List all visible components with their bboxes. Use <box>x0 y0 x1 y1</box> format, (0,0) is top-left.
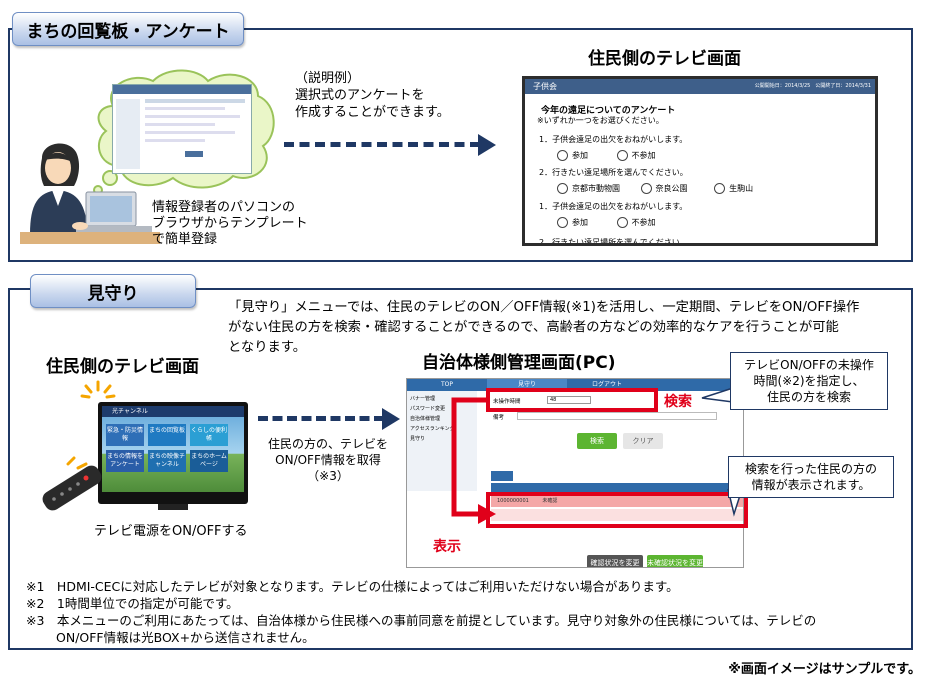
survey-tv-screen: 子供会 公開開始日：2014/3/25 公開終了日：2014/3/31 今年の遠… <box>522 76 878 246</box>
sample-image-note: ※画面イメージはサンプルです。 <box>728 662 921 677</box>
admin-table-row[interactable] <box>491 509 743 521</box>
survey-question-4: 2．行きたい遠足場所を選んでください。 <box>539 238 688 246</box>
callout-search-hint: テレビON/OFFの未操作 時間(※2)を指定し、 住民の方を検索 <box>730 352 888 410</box>
q2-radio-ikoma[interactable] <box>714 183 726 194</box>
resident-tv: 光チャンネル 緊急・防災情報 まちの回覧板 くらしの便利帳 まちの情報をアンケー… <box>98 402 248 504</box>
q3-radio-attend[interactable] <box>557 217 568 228</box>
side-ranking[interactable]: アクセスランキング <box>410 426 455 432</box>
survey-instruction: ※いずれか一つをお選びください。 <box>537 116 664 125</box>
tv-brand: 光チャンネル <box>112 408 148 415</box>
section2-tv-title: 住民側のテレビ画面 <box>46 357 199 377</box>
search-highlight-box <box>486 388 658 412</box>
admin-table-header <box>491 483 743 493</box>
side-banner[interactable]: バナー管理 <box>410 396 436 402</box>
watch-description: 「見守り」メニューでは、住民のテレビのON／OFF情報(※1)を活用し、一定期間… <box>228 300 860 355</box>
tile-circular[interactable]: まちの回覧板 <box>148 424 186 446</box>
arrow-caption: 住民の方の、テレビを ON/OFF情報を取得 （※3） <box>268 437 389 483</box>
tv-power-caption: テレビ電源をON/OFFする <box>94 524 248 539</box>
field-note-input[interactable] <box>517 412 717 420</box>
admin-list-tab[interactable] <box>491 471 513 481</box>
survey-explanation: （説明例） 選択式のアンケートを 作成することができます。 <box>295 71 450 120</box>
admin-screen-title: 自治体様側管理画面(PC) <box>422 353 616 373</box>
field-time-input[interactable]: 48 <box>547 396 591 404</box>
circular-section-title: まちの回覧板・アンケート <box>26 21 230 42</box>
admin-unconfirm-button[interactable]: 未確認状況を変更 <box>647 555 703 567</box>
q1-radio-attend[interactable] <box>557 150 568 161</box>
label-search: 検索 <box>664 394 692 410</box>
q2-radio-nara[interactable] <box>640 183 652 194</box>
survey-title: 今年の遠足についてのアンケート <box>541 106 676 116</box>
survey-question-3: 1．子供会遠足の出欠をおねがいします。 <box>539 202 688 211</box>
watch-section-tab: 見守り <box>30 274 196 308</box>
admin-menu-logout[interactable]: ログアウト <box>591 381 622 388</box>
survey-question-2: 2．行きたい遠足場所を選んでください。 <box>539 168 688 177</box>
admin-clear-button[interactable]: クリア <box>623 433 663 449</box>
circular-section-tab: まちの回覧板・アンケート <box>12 12 244 46</box>
callout-result-hint: 検索を行った住民の方の 情報が表示されます。 <box>728 456 894 498</box>
q2-radio-zoo[interactable] <box>557 183 568 194</box>
q1-radio-absent[interactable] <box>616 150 628 161</box>
admin-table-row[interactable]: 1000000001 未確認 <box>491 495 743 507</box>
tile-living[interactable]: くらしの便利帳 <box>190 424 228 446</box>
tv-screen-header: 子供会 <box>533 82 557 91</box>
section1-tv-title: 住民側のテレビ画面 <box>588 49 741 69</box>
admin-confirm-button[interactable]: 確認状況を変更 <box>587 555 643 567</box>
note-1: ※1 HDMI-CECに対応したテレビが対象となります。テレビの仕様によってはご… <box>26 579 679 594</box>
tile-survey[interactable]: まちの情報をアンケート <box>106 450 144 472</box>
note-2: ※2 1時間単位での指定が可能です。 <box>26 596 239 611</box>
survey-question-1: 1．子供会遠足の出欠をおねがいします。 <box>539 135 688 144</box>
section2-arrow-head <box>382 408 400 430</box>
admin-thumbnail <box>112 84 252 174</box>
section1-arrow-head <box>478 134 496 156</box>
section2-arrow-line <box>258 416 384 421</box>
tv-screen-dates: 公開開始日：2014/3/25 公開終了日：2014/3/31 <box>754 83 871 89</box>
field-time-label: 未操作時間 <box>493 399 521 405</box>
red-connector-arrow <box>451 397 496 524</box>
side-password[interactable]: パスワード変更 <box>410 406 446 412</box>
section1-arrow-line <box>284 142 480 147</box>
note-3: ※3 本メニューのご利用にあたっては、自治体様から住民様への事前同意を前提として… <box>26 613 817 628</box>
remote-control-icon <box>42 456 102 511</box>
registrant-caption: 情報登録者のパソコンの ブラウザからテンプレート で簡単登録 <box>152 200 308 247</box>
side-municipal[interactable]: 自治体様管理 <box>410 416 441 422</box>
notes-block: ※1 HDMI-CECに対応したテレビが対象となります。テレビの仕様によってはご… <box>26 578 816 646</box>
q3-radio-absent[interactable] <box>616 217 628 228</box>
side-watch[interactable]: 見守り <box>410 436 426 442</box>
watch-section-title: 見守り <box>87 283 139 304</box>
tile-video[interactable]: まちの映像チャンネル <box>148 450 186 472</box>
label-display: 表示 <box>433 539 461 555</box>
result-highlight-box <box>486 492 748 528</box>
callout1-pointer <box>701 387 734 403</box>
admin-menu-top[interactable]: TOP <box>440 381 453 388</box>
alert-light-icon <box>80 380 116 399</box>
note-3-cont: ON/OFF情報は光BOX+から送信されません。 <box>56 630 315 645</box>
admin-search-button[interactable]: 検索 <box>577 433 617 449</box>
tv-stand <box>158 504 188 510</box>
registrant-person-illustration <box>20 143 160 244</box>
tile-disaster[interactable]: 緊急・防災情報 <box>106 424 144 446</box>
tile-homepage[interactable]: まちのホームページ <box>190 450 228 472</box>
field-note-label: 備考 <box>493 415 505 421</box>
